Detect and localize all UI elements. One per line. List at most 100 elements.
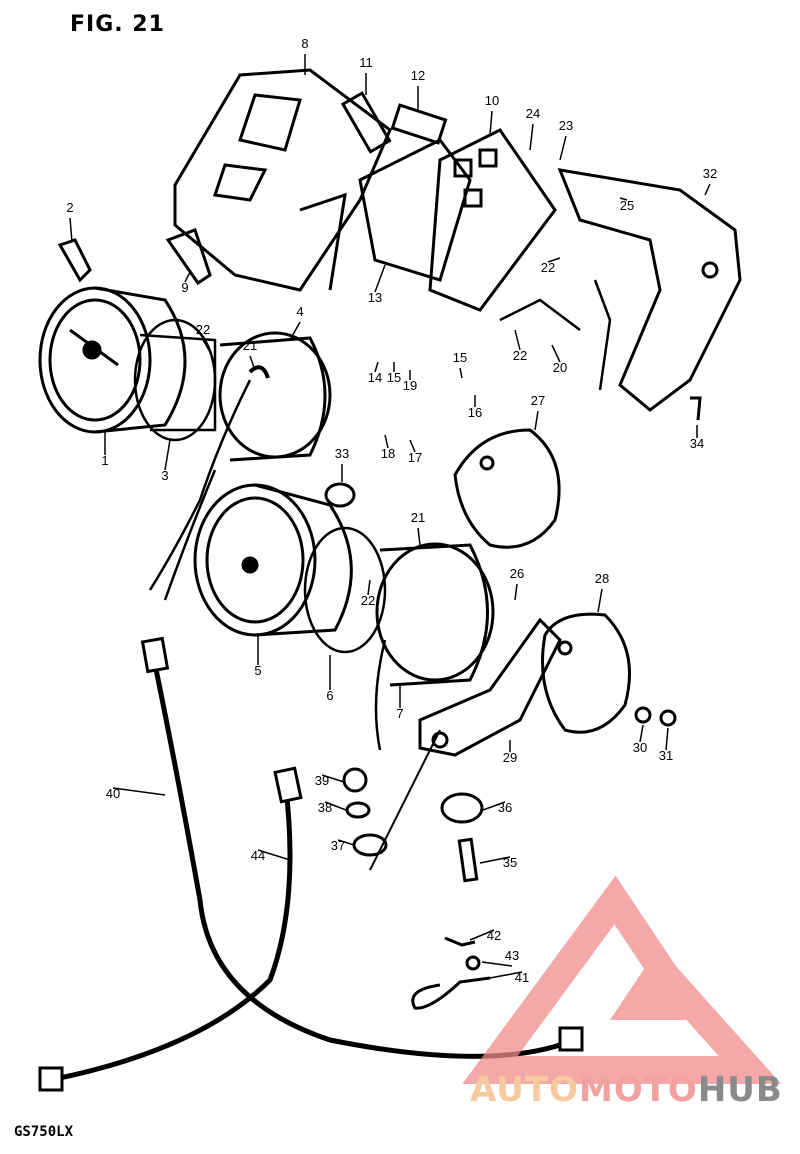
callout-number: 26 (510, 566, 524, 581)
callout-c14: 14 (368, 361, 382, 385)
leader-line (112, 787, 166, 796)
callout-c38: 38 (318, 800, 347, 815)
leader-line (321, 774, 345, 783)
callout-c41: 41 (489, 970, 529, 985)
callout-number: 22 (541, 260, 555, 275)
watermark-hub: HUB (697, 1070, 783, 1110)
leader-line (202, 339, 211, 353)
leader-line (489, 971, 523, 979)
callout-number: 2 (66, 200, 73, 215)
callout-c15b: 15 (453, 350, 467, 379)
callout-c8: 8 (301, 36, 309, 75)
callout-number: 39 (315, 773, 329, 788)
callout-c27: 27 (531, 393, 545, 431)
callout-c35: 35 (479, 855, 517, 870)
leader-line (514, 329, 521, 351)
callout-number: 40 (106, 786, 120, 801)
callout-c13: 13 (368, 264, 386, 305)
leader-line (249, 355, 256, 371)
callout-c20: 20 (551, 344, 567, 375)
callout-number: 7 (396, 706, 403, 721)
callout-number: 11 (359, 55, 373, 70)
callout-number: 3 (161, 468, 168, 483)
callout-number: 22 (513, 348, 527, 363)
callout-c6: 6 (326, 655, 334, 703)
callout-c42: 42 (469, 928, 501, 943)
leader-line (289, 321, 301, 341)
leader-line (374, 264, 386, 293)
upper-housing (173, 68, 392, 292)
callout-number: 9 (181, 280, 188, 295)
leader-line (482, 801, 506, 811)
callout-c39: 39 (315, 773, 345, 788)
callout-c15a: 15 (387, 362, 401, 385)
tachometer-cable (49, 779, 293, 1083)
watermark-moto: MOTO (578, 1070, 698, 1110)
leader-line (639, 724, 644, 743)
callout-c30: 30 (633, 724, 647, 755)
callout-number: 43 (505, 948, 519, 963)
leader-line (374, 361, 379, 373)
callout-number: 33 (335, 446, 349, 461)
callout-number: 29 (503, 750, 517, 765)
callout-number: 27 (531, 393, 545, 408)
callout-c16: 16 (468, 395, 482, 420)
fig-title: FIG. 21 (70, 12, 165, 37)
cover-panel-28 (541, 612, 631, 734)
callout-number: 34 (690, 436, 704, 451)
leader-line (337, 839, 355, 846)
callout-c32: 32 (703, 166, 717, 196)
callout-number: 4 (296, 304, 303, 319)
tachometer-cover (303, 526, 387, 654)
watermark-auto: AUTO (470, 1070, 579, 1110)
callout-number: 38 (318, 800, 332, 815)
callout-c9: 9 (181, 271, 191, 295)
callout-number: 35 (503, 855, 517, 870)
callout-number: 28 (595, 571, 609, 586)
nut-31 (659, 709, 677, 727)
callout-number: 5 (254, 663, 261, 678)
tachometer-case (375, 542, 495, 687)
callout-number: 37 (331, 838, 345, 853)
speedometer-cover (133, 318, 217, 442)
callout-c43: 43 (481, 948, 519, 967)
callout-c11: 11 (359, 55, 373, 95)
leader-line (409, 439, 416, 453)
callout-c18: 18 (381, 434, 395, 461)
model-code: GS750LX (14, 1124, 74, 1140)
clip-41 (411, 976, 491, 1010)
bulb-socket-2 (57, 238, 92, 283)
callout-number: 24 (526, 106, 540, 121)
leader-line (514, 583, 518, 601)
callout-c7: 7 (396, 685, 404, 721)
leader-line (619, 197, 628, 201)
cap-nut-39 (342, 767, 368, 793)
callout-number: 14 (368, 370, 382, 385)
leader-line (164, 439, 171, 471)
leader-line (534, 410, 539, 431)
callout-number: 13 (368, 290, 382, 305)
callout-number: 16 (468, 405, 482, 420)
leader-line (324, 801, 347, 811)
cover-panel-27 (453, 428, 561, 549)
callout-c34: 34 (690, 425, 704, 451)
leader-line (257, 849, 291, 861)
callout-c1: 1 (101, 432, 109, 468)
callout-number: 30 (633, 740, 647, 755)
callout-number: 21 (243, 338, 257, 353)
screw-34 (690, 396, 702, 421)
bolt-42 (444, 936, 476, 947)
mounting-bracket-29 (418, 617, 562, 757)
callout-c10: 10 (485, 93, 499, 136)
indicator-panel (340, 91, 472, 282)
leader-line (459, 367, 463, 379)
callout-c26: 26 (510, 566, 524, 601)
washer-30 (634, 706, 652, 724)
callout-number: 18 (381, 446, 395, 461)
callout-c19: 19 (403, 370, 417, 393)
callout-number: 22 (196, 322, 210, 337)
callout-number: 15 (453, 350, 467, 365)
callout-number: 44 (251, 848, 265, 863)
callout-number: 15 (387, 370, 401, 385)
callout-number: 25 (620, 198, 634, 213)
